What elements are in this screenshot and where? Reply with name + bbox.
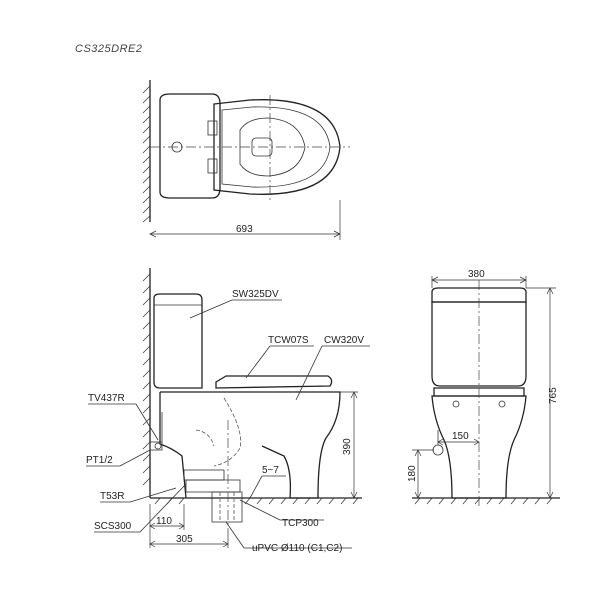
- leader-outlet: [239, 499, 281, 521]
- seat-inner-outline: [221, 106, 331, 188]
- dim-150-arrow-right: [473, 438, 480, 446]
- hinge-lower: [207, 158, 218, 174]
- top-view-wall-hatch: [142, 85, 151, 223]
- dim-110-label: 110: [156, 516, 172, 527]
- front-bowl: [431, 395, 527, 499]
- label-flange: SCS300: [94, 521, 132, 532]
- label-bracket: T53R: [100, 491, 124, 502]
- bowl-outline: [160, 391, 341, 499]
- front-view-floor-hatch: [414, 497, 553, 505]
- label-thread: PT1/2: [86, 455, 113, 466]
- leader-pipe: [225, 521, 245, 549]
- dim-305-arrow-right: [222, 540, 229, 548]
- leader-bracket: [129, 487, 177, 503]
- front-hinge-right: [498, 400, 506, 408]
- dim-180-arrow-top: [414, 449, 422, 457]
- trapway-hidden: [213, 397, 242, 467]
- dim-380-arrow-left: [431, 276, 439, 284]
- dim-180-arrow-bottom: [414, 491, 422, 499]
- dim-305-label: 305: [176, 534, 193, 545]
- outlet-pipe: [211, 491, 243, 523]
- label-valve: TV437R: [88, 393, 125, 404]
- model-title: CS325DRE2: [75, 43, 142, 55]
- leader-bowl: [295, 345, 323, 401]
- leader-seat-cover: [245, 345, 271, 379]
- dim-180-label: 180: [407, 465, 418, 482]
- dim-380-label: 380: [468, 269, 485, 280]
- dim-765-arrow-bottom: [546, 491, 554, 499]
- top-view: 693: [142, 80, 350, 240]
- leader-thread: [119, 449, 151, 467]
- front-hinge-left: [452, 400, 460, 408]
- valve-body: [149, 441, 163, 451]
- trapway-hidden-inner: [195, 429, 215, 447]
- dim-110-arrow-left: [149, 522, 156, 530]
- front-tank-lid: [431, 287, 527, 303]
- floor-flange: [183, 469, 225, 481]
- hinge-upper: [207, 120, 218, 136]
- dim-150-arrow-left: [437, 438, 444, 446]
- leader-gap: [249, 475, 263, 499]
- side-view-wall-hatch: [142, 273, 151, 486]
- seat-lid-outline: [215, 375, 333, 389]
- leader-flange: [139, 483, 187, 533]
- front-valve: [432, 444, 444, 456]
- dim-150-label: 150: [452, 431, 469, 442]
- dim-693-label: 693: [236, 224, 253, 235]
- cistern-outline: [153, 293, 203, 389]
- label-seat-cover: TCW07S: [268, 335, 309, 346]
- label-cistern: SW325DV: [232, 289, 279, 300]
- dim-305-arrow-left: [149, 540, 156, 548]
- tank-top-outline: [159, 93, 221, 199]
- bowl-back-outline: [159, 392, 187, 499]
- dim-380-arrow-right: [519, 276, 527, 284]
- dim-693-arrow-right: [333, 230, 341, 238]
- leader-cistern: [189, 299, 233, 319]
- dim-390-label: 390: [342, 438, 353, 455]
- label-gap: 5~7: [262, 465, 279, 476]
- label-bowl: CW320V: [324, 335, 364, 346]
- dim-390-arrow-top: [350, 391, 358, 399]
- bowl-opening: [239, 117, 306, 177]
- label-outlet: TCP300: [282, 518, 319, 529]
- valve-knob: [154, 442, 162, 450]
- dim-390-arrow-bottom: [350, 491, 358, 499]
- dim-765-arrow-top: [546, 287, 554, 295]
- dim-765-label: 765: [548, 387, 559, 404]
- leader-valve: [135, 403, 159, 441]
- side-view-floor-hatch: [154, 497, 359, 505]
- dim-693-arrow-left: [149, 230, 157, 238]
- dim-110-arrow-right: [178, 522, 185, 530]
- outlet-connector: [185, 479, 241, 493]
- front-view: 380 765 150 180: [407, 269, 560, 506]
- front-tank-body: [431, 301, 527, 387]
- side-view: SW325DV TCW07S CW320V TV437R PT1/2 T53R …: [86, 268, 370, 554]
- label-pipe: uPVC Ø110 (C1,C2): [252, 543, 342, 554]
